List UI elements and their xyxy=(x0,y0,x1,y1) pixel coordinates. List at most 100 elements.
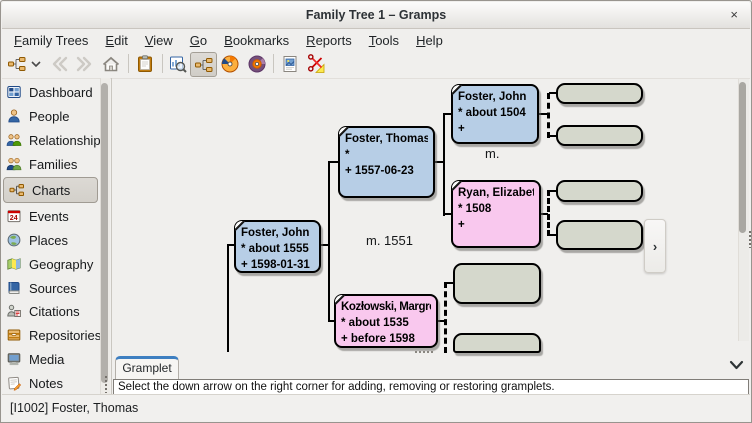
charts-pedigree-icon xyxy=(9,184,24,197)
menu-edit[interactable]: Edit xyxy=(105,32,128,48)
person-name: Ryan, Elizabeth xyxy=(458,187,534,199)
sidebar-label: Citations xyxy=(29,303,80,319)
sidebar-item-families[interactable]: Families xyxy=(6,154,96,174)
tab-gramplet-bar[interactable]: Gramplet Bar xyxy=(115,356,179,393)
chevron-down-icon xyxy=(729,360,744,370)
menu-view[interactable]: View xyxy=(144,32,173,48)
person-name: Foster, John xyxy=(458,91,527,103)
close-icon[interactable]: × xyxy=(730,7,738,22)
sidebar-item-dashboard[interactable]: Dashboard xyxy=(6,82,96,102)
menu-bookmarks[interactable]: Bookmarks xyxy=(224,32,290,48)
document-image-button[interactable] xyxy=(280,54,300,74)
sidebar-item-geography[interactable]: Geography xyxy=(6,254,96,274)
connector-line xyxy=(549,234,557,236)
sidebar-item-charts[interactable]: Charts xyxy=(3,177,98,203)
empty-person-box[interactable] xyxy=(453,263,541,304)
menu-go[interactable]: Go xyxy=(189,32,208,48)
sidebar-item-people[interactable]: People xyxy=(6,106,96,126)
fan-chart-button[interactable] xyxy=(220,54,240,74)
person-death: + before 1598 xyxy=(341,333,415,345)
connector-line xyxy=(329,161,339,163)
person-birth: * xyxy=(345,149,350,161)
connector-line xyxy=(444,113,452,115)
scissors-button[interactable] xyxy=(305,54,325,74)
scissors-icon xyxy=(308,54,325,73)
expand-right-button[interactable]: › xyxy=(644,219,666,273)
person-death: + xyxy=(458,219,465,231)
title-bar[interactable]: Family Tree 1 – Gramps × xyxy=(2,2,750,29)
menu-tools[interactable]: Tools xyxy=(368,32,400,48)
corner-fold xyxy=(452,85,462,95)
toolbar-separator xyxy=(162,54,163,73)
connector-line xyxy=(444,213,452,215)
sidebar-item-notes[interactable]: Notes xyxy=(6,373,96,393)
sidebar-item-repositories[interactable]: Repositories xyxy=(6,325,101,345)
home-icon xyxy=(102,56,120,72)
empty-person-box[interactable] xyxy=(556,125,643,146)
sidebar-item-events[interactable]: 24 Events xyxy=(6,206,96,226)
sidebar-item-media[interactable]: Media xyxy=(6,349,96,369)
sources-book-icon xyxy=(8,282,20,294)
person-box-foster-john-1504[interactable]: Foster, John * about 1504 + xyxy=(451,84,539,144)
sidebar-label: Repositories xyxy=(29,327,102,343)
person-birth: * about 1504 xyxy=(458,107,526,119)
connector-line xyxy=(541,213,548,215)
connector-line xyxy=(227,244,229,352)
families-icon xyxy=(6,157,22,171)
connector-line xyxy=(549,135,557,137)
splitter-grip[interactable] xyxy=(105,376,107,393)
person-box-ryan-elizabeth[interactable]: Ryan, Elizabeth * 1508 + xyxy=(451,180,541,248)
sidebar-item-sources[interactable]: Sources xyxy=(6,278,96,298)
back-icon xyxy=(52,56,68,72)
chevron-right-icon: › xyxy=(652,238,658,254)
menu-reports[interactable]: Reports xyxy=(306,32,352,48)
citations-icon xyxy=(7,304,21,317)
status-text: [I1002] Foster, Thomas xyxy=(10,401,139,415)
sidebar-label: Geography xyxy=(29,256,94,272)
geography-map-icon xyxy=(7,258,21,270)
sidebar-item-relationships[interactable]: Relationships xyxy=(6,130,107,150)
empty-person-box[interactable] xyxy=(556,220,643,250)
forward-button[interactable] xyxy=(75,54,95,74)
pedigree-menu-icon xyxy=(8,57,26,71)
empty-person-box[interactable] xyxy=(556,180,643,202)
connector-line xyxy=(329,320,335,322)
repositories-icon xyxy=(7,329,21,341)
active-person-menu-button[interactable] xyxy=(7,54,41,74)
home-button[interactable] xyxy=(101,54,121,74)
gramplet-dropdown-button[interactable] xyxy=(729,358,745,370)
connector-line-dashed xyxy=(444,282,447,353)
person-box-foster-thomas[interactable]: Foster, Thomas * + 1557-06-23 xyxy=(338,126,435,198)
person-box-foster-john-1555[interactable]: Foster, John * about 1555 + 1598-01-31 xyxy=(234,220,321,273)
sidebar-label: Places xyxy=(29,232,69,248)
forward-icon xyxy=(76,56,92,72)
chart-preview-button[interactable] xyxy=(168,54,188,74)
pedigree-view-button[interactable] xyxy=(190,52,217,77)
notes-icon xyxy=(8,376,22,391)
empty-person-box[interactable] xyxy=(556,83,643,104)
sidebar-label: Media xyxy=(29,351,65,367)
menu-help[interactable]: Help xyxy=(416,32,443,48)
chart-scrollbar-thumb[interactable] xyxy=(739,82,746,233)
splitter-grip[interactable] xyxy=(415,351,433,353)
connector-line xyxy=(549,190,557,192)
status-bar: [I1002] Foster, Thomas xyxy=(2,394,750,421)
connector-line-dashed xyxy=(547,190,550,236)
svg-text:24: 24 xyxy=(10,215,18,222)
person-death: + 1557-06-23 xyxy=(345,165,414,177)
sidebar-label: Dashboard xyxy=(29,84,93,100)
sidebar-item-places[interactable]: Places xyxy=(6,230,96,250)
empty-person-box[interactable] xyxy=(453,333,541,353)
places-globe-icon xyxy=(7,233,21,247)
menu-family-trees[interactable]: Family Trees xyxy=(14,32,89,48)
person-icon xyxy=(8,109,20,123)
sidebar-scrollbar-thumb[interactable] xyxy=(101,83,108,383)
sidebar-item-citations[interactable]: Citations xyxy=(6,301,96,321)
clipboard-button[interactable] xyxy=(135,54,155,74)
person-name: Foster, John xyxy=(241,227,310,239)
full-circle-chart-button[interactable] xyxy=(247,54,267,74)
back-button[interactable] xyxy=(49,54,69,74)
splitter-grip[interactable] xyxy=(749,231,751,248)
person-box-kozlowski-margret[interactable]: Kozłowski, Margret * about 1535 + before… xyxy=(334,294,438,348)
